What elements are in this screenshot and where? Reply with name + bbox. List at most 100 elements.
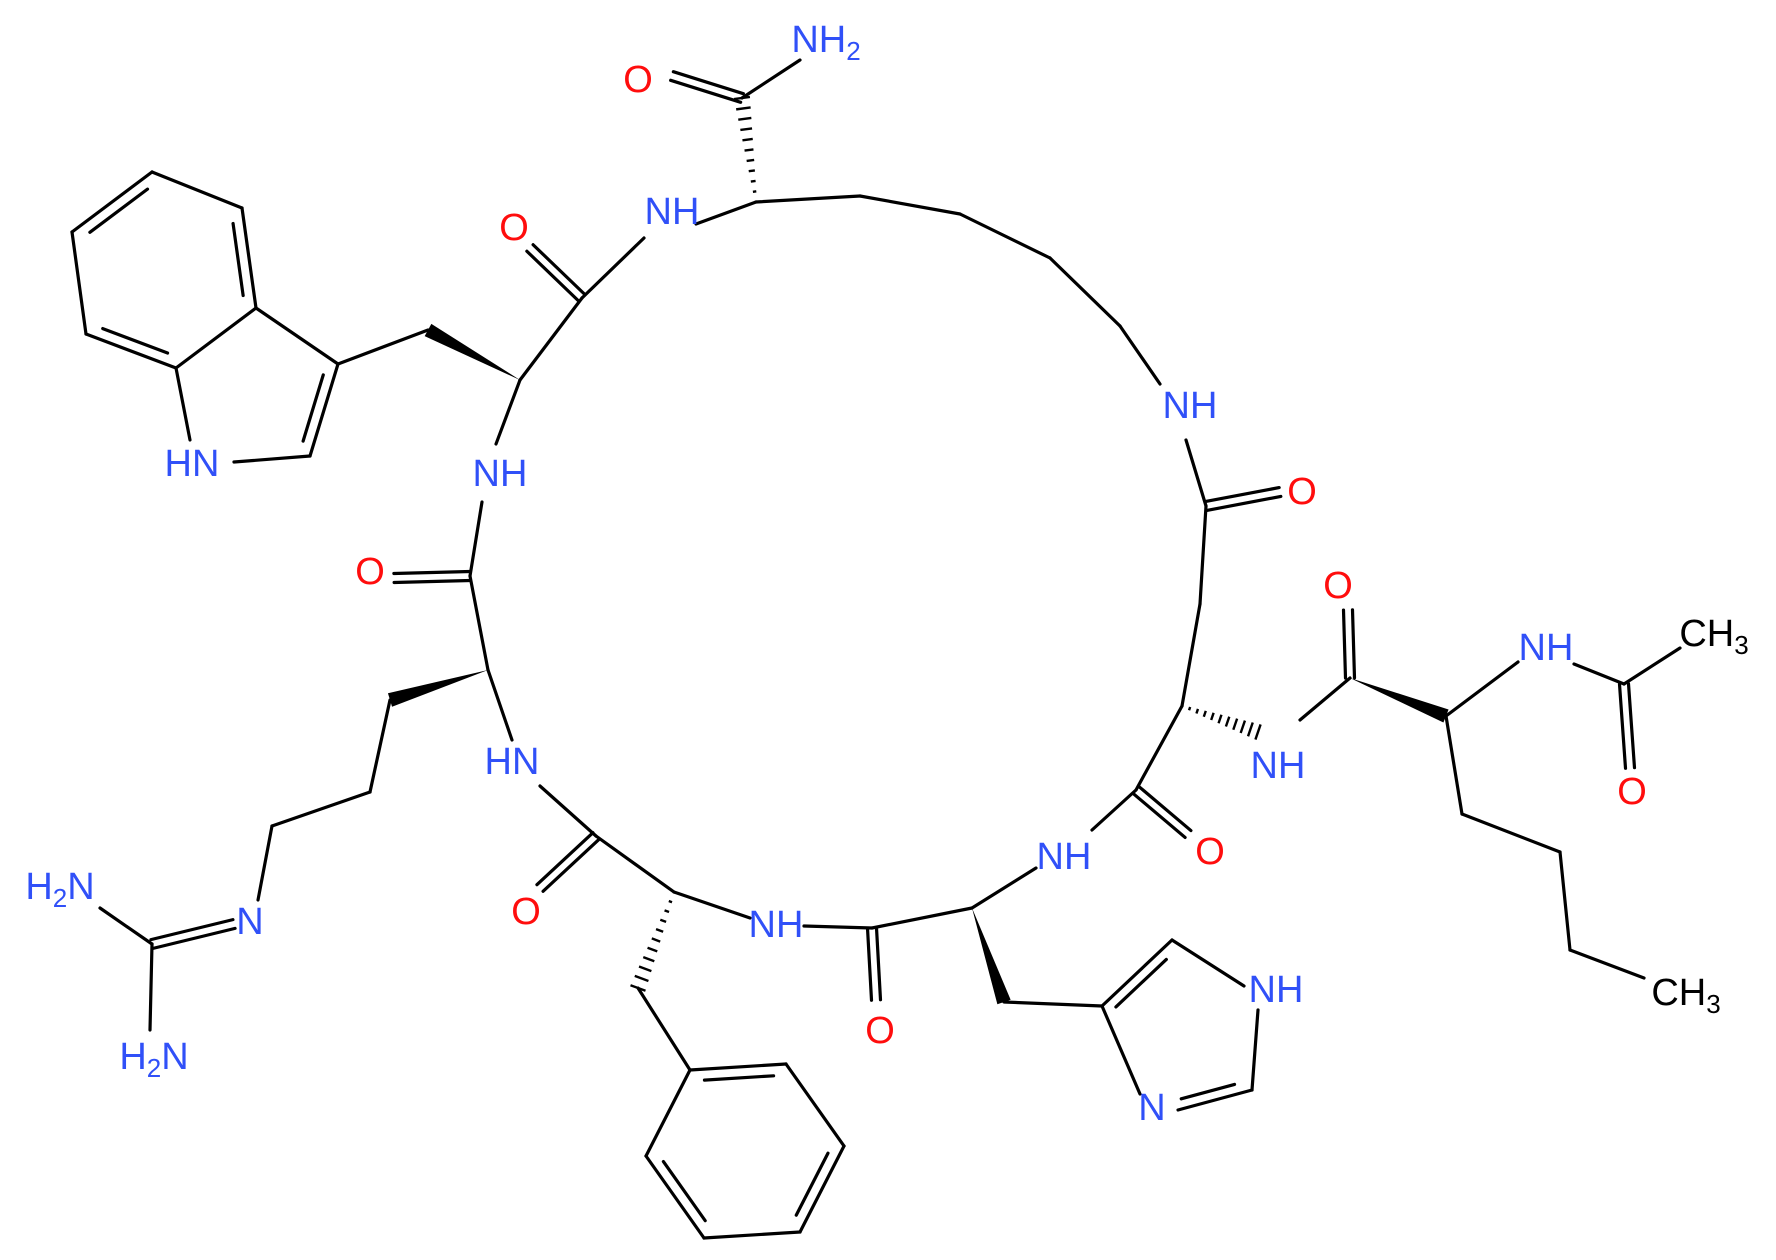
bond-nle-c-o: [1341, 608, 1348, 680]
bond-phenyl-inner-3: [661, 1159, 707, 1223]
stereo-bond-asp-alpha: [1187, 706, 1262, 740]
bond-layer: [70, 58, 1682, 1240]
atom-label-imid-n: N: [1138, 1087, 1165, 1129]
bond-phe-c-o: [541, 837, 601, 893]
bond-asp-nh-nle-c: [1298, 676, 1352, 722]
bond-nle-chain-4: [1568, 948, 1646, 980]
bond-trp-nh-c: [580, 236, 646, 300]
bond-asp-c-calpha: [1134, 704, 1184, 792]
bond-asp-c-o: [1131, 791, 1187, 840]
bond-guan-c-nh2-bottom: [148, 942, 154, 1032]
bond-indole-c4-c5: [150, 170, 244, 210]
bond-his-calpha-nh: [970, 866, 1038, 910]
atom-label-asp-o: O: [1287, 471, 1317, 513]
atom-label-phe-o: O: [511, 891, 541, 933]
bond-indole-c7-c7a: [84, 332, 178, 370]
bond-trp-calpha-nh: [494, 378, 522, 446]
atom-label-his-o: O: [865, 1010, 895, 1052]
bond-trp-c-o: [525, 249, 581, 303]
atom-label-arg-hn: HN: [485, 741, 540, 783]
atom-label-asp-nh: NH: [1251, 745, 1306, 787]
bond-phenyl-inner-2: [794, 1151, 830, 1217]
bond-asp-cg-nh: [1184, 438, 1208, 508]
bond-phe-c-o: [535, 831, 595, 887]
atom-label-guan-h2n-top: H2N: [25, 866, 94, 913]
bond-arg-chain-2: [270, 790, 372, 828]
bond-ac-nh-c: [1572, 662, 1626, 686]
bond-asp-cg-o: [1203, 485, 1281, 504]
bond-arg-calpha-nh: [486, 668, 514, 742]
bond-phenyl-5: [644, 1154, 706, 1240]
bond-indole-c5-c6: [70, 170, 154, 234]
atom-label-ac-ch3: CH3: [1679, 613, 1748, 660]
bond-asp-calpha-cb: [1180, 602, 1202, 708]
stereo-bond-trp-alpha: [424, 323, 520, 380]
bond-phenyl-6: [644, 1068, 692, 1158]
bond-lys-chain-3: [958, 212, 1052, 260]
atom-label-ac-nh: NH: [1519, 627, 1574, 669]
bond-imid-n1-c2: [1250, 1008, 1260, 1092]
bond-amide-c-n: [740, 58, 802, 100]
atom-label-guan-h2n-bottom: H2N: [119, 1036, 188, 1083]
stereo-bond-nle-alpha: [1350, 678, 1449, 723]
bond-phenyl-4: [702, 1230, 802, 1240]
atom-label-ac-o: O: [1617, 771, 1647, 813]
bond-phe-c-calpha: [594, 834, 676, 894]
atom-label-arg-o: O: [355, 551, 385, 593]
atom-label-nle-o: O: [1323, 565, 1353, 607]
stereo-bond-phe-alpha: [630, 899, 673, 992]
bond-indole-c6-c7: [70, 230, 88, 336]
atom-label-asp2-o: O: [1195, 831, 1225, 873]
atom-label-imid-nh: NH: [1249, 969, 1304, 1011]
bond-phenyl-inner-1: [702, 1074, 776, 1082]
bond-amide-c-o: [669, 78, 743, 104]
bond-asp-c-o: [1137, 784, 1193, 833]
bond-ac-c-o: [1626, 682, 1637, 770]
bond-indole-c3a-c4: [240, 206, 258, 310]
bond-arg-c-o: [392, 578, 472, 585]
bond-phe-cb-ring: [636, 986, 692, 1072]
stereo-bond-lys-alpha: [733, 95, 757, 194]
bond-guan-c-n: [151, 926, 237, 950]
bond-trp-c-calpha: [518, 296, 584, 382]
bond-indole-c7a-c3a: [174, 306, 258, 370]
atom-label-trp-o: O: [499, 207, 529, 249]
bond-imid-c4-c5: [1100, 938, 1174, 1008]
atom-label-layer: NH2 O NH O HN NH O NH O HN N H2N H2N O N…: [25, 19, 1748, 1129]
bond-ac-c-o: [1617, 682, 1628, 770]
bond-indole-c2-c3-inner: [301, 373, 325, 443]
bond-his-c-o: [865, 926, 874, 1002]
atom-label-phe-nh: NH: [749, 904, 804, 946]
bond-indole-inner-3: [101, 326, 170, 355]
bond-nle-chain-3: [1558, 850, 1572, 952]
atom-label-amide-nh2: NH2: [791, 19, 860, 66]
stereo-bond-layer: [387, 95, 1449, 1005]
bond-indole-c3-c2: [308, 362, 340, 458]
bond-arg-nh-phe-c: [538, 784, 598, 838]
bond-phenyl-1: [688, 1062, 788, 1072]
bond-asp-cg-o: [1205, 494, 1283, 513]
bond-indole-inner-2: [88, 187, 150, 234]
atom-label-guan-n: N: [236, 901, 263, 943]
bond-imid-n3-c4: [1100, 1004, 1142, 1096]
bond-amide-c-o: [671, 70, 745, 96]
stereo-bond-his-alpha: [972, 908, 1011, 1005]
bond-his-nh-asp-c: [1090, 788, 1138, 832]
bond-phe-nh-his-c: [802, 924, 874, 930]
bond-arg-c-o: [392, 569, 472, 576]
bond-trp-nh-arg-c: [468, 500, 484, 578]
bond-indole-c3a-c3: [254, 306, 340, 366]
bond-nle-c-o: [1350, 608, 1357, 680]
bond-his-c-calpha: [870, 906, 974, 930]
bond-arg-chain-3: [256, 824, 274, 902]
bond-arg-chain-1: [368, 698, 392, 794]
bond-phe-calpha-nh: [672, 890, 752, 920]
atom-label-side-nh: NH: [1163, 385, 1218, 427]
bond-indole-n1-c7a: [174, 366, 192, 442]
atom-label-indole-nh: HN: [165, 443, 220, 485]
bond-lys-chain-4: [1048, 256, 1122, 328]
bond-his-c-o: [874, 926, 883, 1002]
bond-guan-c-n: [149, 918, 235, 942]
stereo-bond-arg-alpha: [387, 670, 488, 707]
